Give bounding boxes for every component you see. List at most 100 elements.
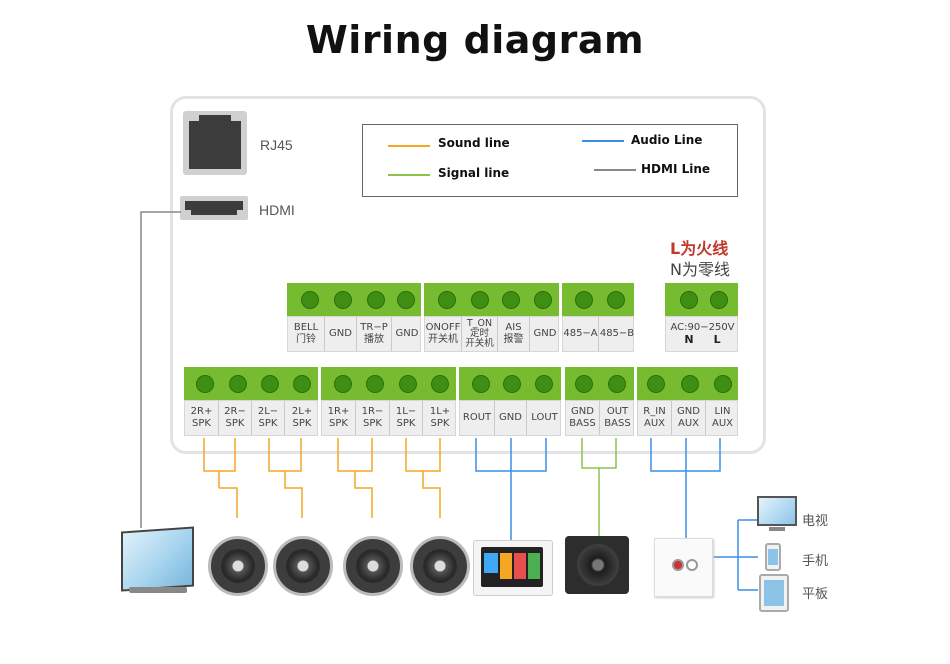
term-text: 1L+ bbox=[429, 406, 451, 417]
rj45-label: RJ45 bbox=[260, 137, 293, 153]
term-text: 485−B bbox=[599, 328, 635, 339]
term-text: SPK bbox=[363, 418, 382, 429]
touch-panel-icon bbox=[473, 540, 553, 596]
term-cell: LOUT bbox=[527, 401, 562, 435]
term-text: 2R+ bbox=[190, 406, 213, 417]
subwoofer-icon bbox=[565, 536, 629, 594]
term-cell: 485−B bbox=[599, 317, 635, 351]
power-pins: N L bbox=[684, 334, 720, 346]
terminal-block-485 bbox=[562, 283, 634, 316]
term-cell: 2R+SPK bbox=[185, 401, 219, 435]
terminal-labels-power: AC:90−250V N L bbox=[665, 316, 738, 352]
term-cell: 1L+SPK bbox=[423, 401, 457, 435]
term-text: SPK bbox=[396, 418, 416, 429]
term-text: 2L− bbox=[257, 406, 279, 417]
rj45-port-icon bbox=[183, 111, 247, 175]
legend-sound-swatch bbox=[388, 145, 430, 147]
term-text: T_ON bbox=[466, 318, 493, 329]
legend-audio-label: Audio Line bbox=[631, 133, 703, 147]
term-text: R_IN bbox=[643, 406, 666, 417]
audio-wires bbox=[475, 438, 758, 591]
page-title: Wiring diagram bbox=[305, 18, 645, 62]
terminal-labels-485: 485−A 485−B bbox=[562, 316, 634, 352]
ceiling-speaker-icon bbox=[208, 536, 268, 596]
terminal-labels-spk1: 1R+SPK 1R−SPK 1L−SPK 1L+SPK bbox=[321, 400, 456, 436]
hdmi-wire bbox=[140, 211, 181, 528]
term-cell: 1R+SPK bbox=[322, 401, 356, 435]
term-text: ONOFF bbox=[425, 322, 461, 333]
term-text: GND bbox=[395, 328, 419, 339]
term-text: 485−A bbox=[563, 328, 598, 339]
term-text: 门铃 bbox=[296, 334, 316, 345]
power-note-live: L为火线 bbox=[670, 239, 729, 258]
legend-audio-swatch bbox=[582, 140, 624, 142]
term-text: 1L− bbox=[395, 406, 417, 417]
term-text: SPK bbox=[430, 418, 450, 429]
term-text: AUX bbox=[643, 418, 665, 429]
term-text: 播放 bbox=[364, 334, 384, 345]
term-text: SPK bbox=[258, 418, 278, 429]
term-text: SPK bbox=[329, 418, 348, 429]
term-cell: 1R−SPK bbox=[356, 401, 390, 435]
legend-sound-label: Sound line bbox=[438, 136, 510, 150]
term-text: 1R− bbox=[361, 406, 384, 417]
legend-signal-swatch bbox=[388, 174, 430, 176]
term-text: SPK bbox=[225, 418, 245, 429]
term-cell: 1L−SPK bbox=[390, 401, 423, 435]
phone-label: 手机 bbox=[802, 554, 829, 569]
ceiling-speaker-icon bbox=[410, 536, 470, 596]
term-text: GND bbox=[571, 406, 594, 417]
tablet-icon bbox=[759, 574, 789, 612]
term-text: TR−P bbox=[360, 322, 388, 333]
term-text: AUX bbox=[711, 418, 733, 429]
ceiling-speaker-icon bbox=[343, 536, 403, 596]
term-text: ROUT bbox=[462, 412, 492, 423]
tv-icon bbox=[121, 526, 194, 594]
hdmi-port-icon bbox=[180, 196, 248, 220]
term-text: GND bbox=[329, 328, 352, 339]
legend-hdmi-swatch bbox=[594, 169, 636, 171]
terminal-block-spk2 bbox=[184, 367, 318, 400]
term-cell: 485−A bbox=[563, 317, 599, 351]
term-cell: GND bbox=[392, 317, 422, 351]
tv-source-icon bbox=[757, 496, 797, 534]
term-text: AIS bbox=[505, 322, 522, 333]
terminal-block-spk1 bbox=[321, 367, 456, 400]
power-note-neutral: N为零线 bbox=[670, 260, 730, 279]
hdmi-label: HDMI bbox=[259, 202, 295, 218]
terminal-labels-spk2: 2R+SPK 2R−SPK 2L−SPK 2L+SPK bbox=[184, 400, 318, 436]
term-text: BASS bbox=[569, 418, 596, 429]
phone-icon bbox=[765, 543, 781, 571]
term-cell: ROUT bbox=[460, 401, 495, 435]
term-text: 定时 bbox=[469, 328, 489, 339]
term-cell: GND bbox=[325, 317, 357, 351]
terminal-block-power bbox=[665, 283, 738, 316]
term-text: GND bbox=[499, 412, 522, 423]
term-text: 1R+ bbox=[327, 406, 350, 417]
term-text: AC:90−250V bbox=[670, 322, 735, 333]
term-text: N bbox=[684, 333, 694, 346]
term-text: 2L+ bbox=[291, 406, 313, 417]
term-text: BELL bbox=[293, 322, 319, 333]
terminal-labels-lineout: ROUT GND LOUT bbox=[459, 400, 561, 436]
term-text: BASS bbox=[604, 418, 631, 429]
legend bbox=[362, 124, 738, 197]
term-text: 报警 bbox=[503, 334, 524, 345]
term-text: GND bbox=[677, 406, 700, 417]
term-text: AUX bbox=[677, 418, 699, 429]
terminal-block-aux bbox=[637, 367, 738, 400]
terminal-block-onoff bbox=[424, 283, 559, 316]
term-text: SPK bbox=[192, 418, 211, 429]
terminal-block-bell bbox=[287, 283, 421, 316]
